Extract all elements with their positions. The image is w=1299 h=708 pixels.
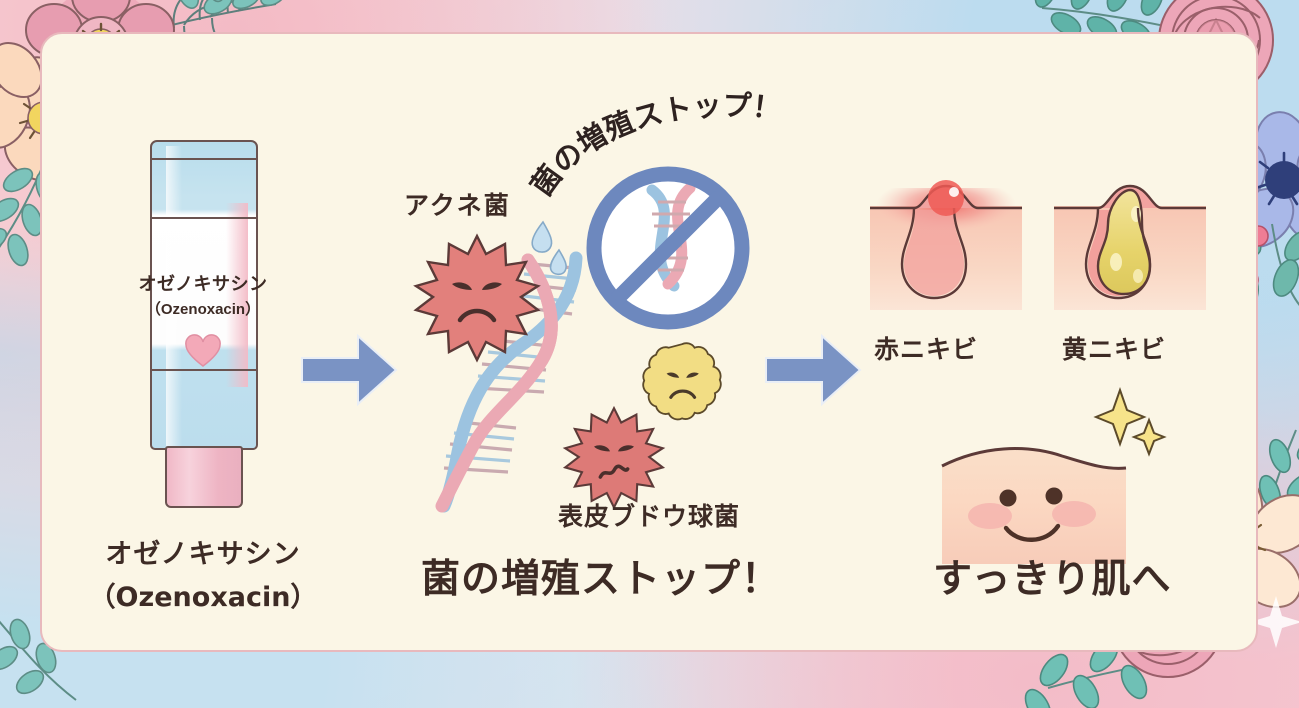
tube-body [150, 140, 258, 450]
prohibition-sign-icon [586, 166, 750, 330]
step1-caption-line1: オゼノキサシン [105, 539, 301, 570]
tube-label-line1: オゼノキサシン [138, 274, 268, 295]
floral-corner-bottom-left [0, 618, 77, 701]
label-staph-germ: 表皮ブドウ球菌 [558, 502, 741, 531]
step2-headline-text: 菌の増殖ストップ！ [421, 557, 782, 602]
heart-icon [185, 334, 221, 367]
sparkle-icon [1093, 386, 1147, 448]
step3-headline-text: すっきり肌へ [933, 557, 1172, 602]
angry-yellow-germ-icon [642, 342, 722, 421]
smiling-skin-icon [941, 447, 1127, 564]
tube-cap [165, 446, 243, 508]
step1-caption: オゼノキサシン （Ozenoxacin） [60, 532, 346, 614]
red-acne-caption: 赤ニキビ [874, 335, 979, 364]
yellow-acne-cross-section [1054, 184, 1206, 310]
label-acne-germ: アクネ菌 [404, 191, 511, 220]
dna-helix-icon [435, 251, 583, 513]
tube-label-line2: （Ozenoxacin） [145, 301, 261, 318]
red-acne-cross-section [870, 180, 1022, 310]
arrow-step2-to-step3 [765, 333, 862, 407]
sweat-drop-icon [549, 248, 567, 276]
angry-red-germ-icon [413, 233, 541, 363]
yellow-acne-caption: 黄ニキビ [1062, 335, 1167, 364]
tube-label: オゼノキサシン （Ozenoxacin） [128, 270, 278, 319]
ozenoxacin-tube-illustration: オゼノキサシン （Ozenoxacin） [128, 140, 278, 510]
step2-headline: 菌の増殖ストップ！ [418, 548, 785, 604]
sparkle-icon [1131, 417, 1167, 457]
arrow-step1-to-step2 [301, 333, 398, 407]
sweat-drop-icon [531, 220, 553, 253]
angry-red-germ-icon [562, 405, 666, 510]
step1-caption-line2: （Ozenoxacin） [88, 582, 318, 613]
step3-headline: すっきり肌へ [930, 548, 1175, 604]
